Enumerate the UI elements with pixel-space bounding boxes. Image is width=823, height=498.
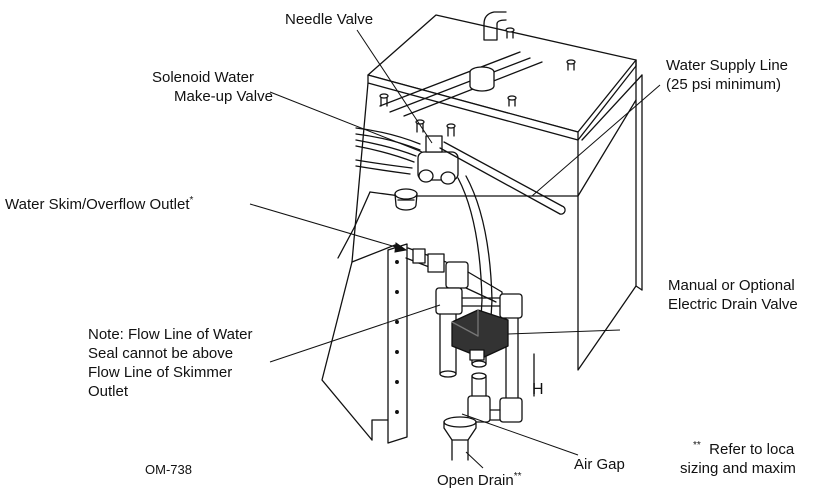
lid-bolts [379,27,576,137]
leader-lines [249,29,661,469]
figure-id: OM-738 [145,462,192,477]
label-needle-valve: Needle Valve [285,11,374,28]
water-supply-line-1: Water Supply Line [666,57,789,74]
open-drain-mark: ** [513,471,522,482]
footnote-line-1: ** Refer to loca [693,440,795,459]
tank-lid [367,14,637,141]
water-supply-line-2: (25 psi minimum) [666,76,782,93]
label-drain-valve: Manual or Optional Electric Drain Valve [668,276,798,314]
note-line-2: Seal cannot be above [88,345,234,362]
label-skim-outlet: Water Skim/Overflow Outlet* [5,195,194,214]
note-line-4: Outlet [88,383,129,400]
mounting-flange [387,243,408,444]
skim-outlet-mark: * [189,195,194,206]
label-solenoid-valve: Solenoid Water Make-up Valve [152,68,273,106]
note-line-1: Note: Flow Line of Water [88,326,253,343]
drain-valve-line-2: Electric Drain Valve [668,296,798,313]
vent-pipe [483,11,507,41]
label-water-supply-line: Water Supply Line (25 psi minimum) [666,56,788,94]
wiring-harness [355,127,421,175]
skim-plumbing [405,247,523,423]
solenoid-line-1: Solenoid Water [152,69,254,86]
lid-knob [469,66,495,92]
solenoid-line-2: Make-up Valve [174,88,273,105]
footnote: ** Refer to loca sizing and maxim [680,440,796,478]
label-h: H [532,381,544,398]
label-flow-note: Note: Flow Line of Water Seal cannot be … [88,325,253,401]
drain-hose [457,175,493,337]
drain-valve [451,309,509,361]
note-line-3: Flow Line of Skimmer [88,364,233,381]
solenoid-valve [417,135,459,185]
footnote-line-2: sizing and maxim [680,460,796,477]
footnote-mark: ** [693,440,701,451]
drain-valve-line-1: Manual or Optional [668,277,795,294]
label-air-gap: Air Gap [574,456,625,473]
tank-body [351,59,643,371]
skim-cap [394,188,418,211]
label-open-drain: Open Drain** [437,471,522,490]
open-drain-funnel [443,416,477,461]
supply-line [439,141,566,215]
